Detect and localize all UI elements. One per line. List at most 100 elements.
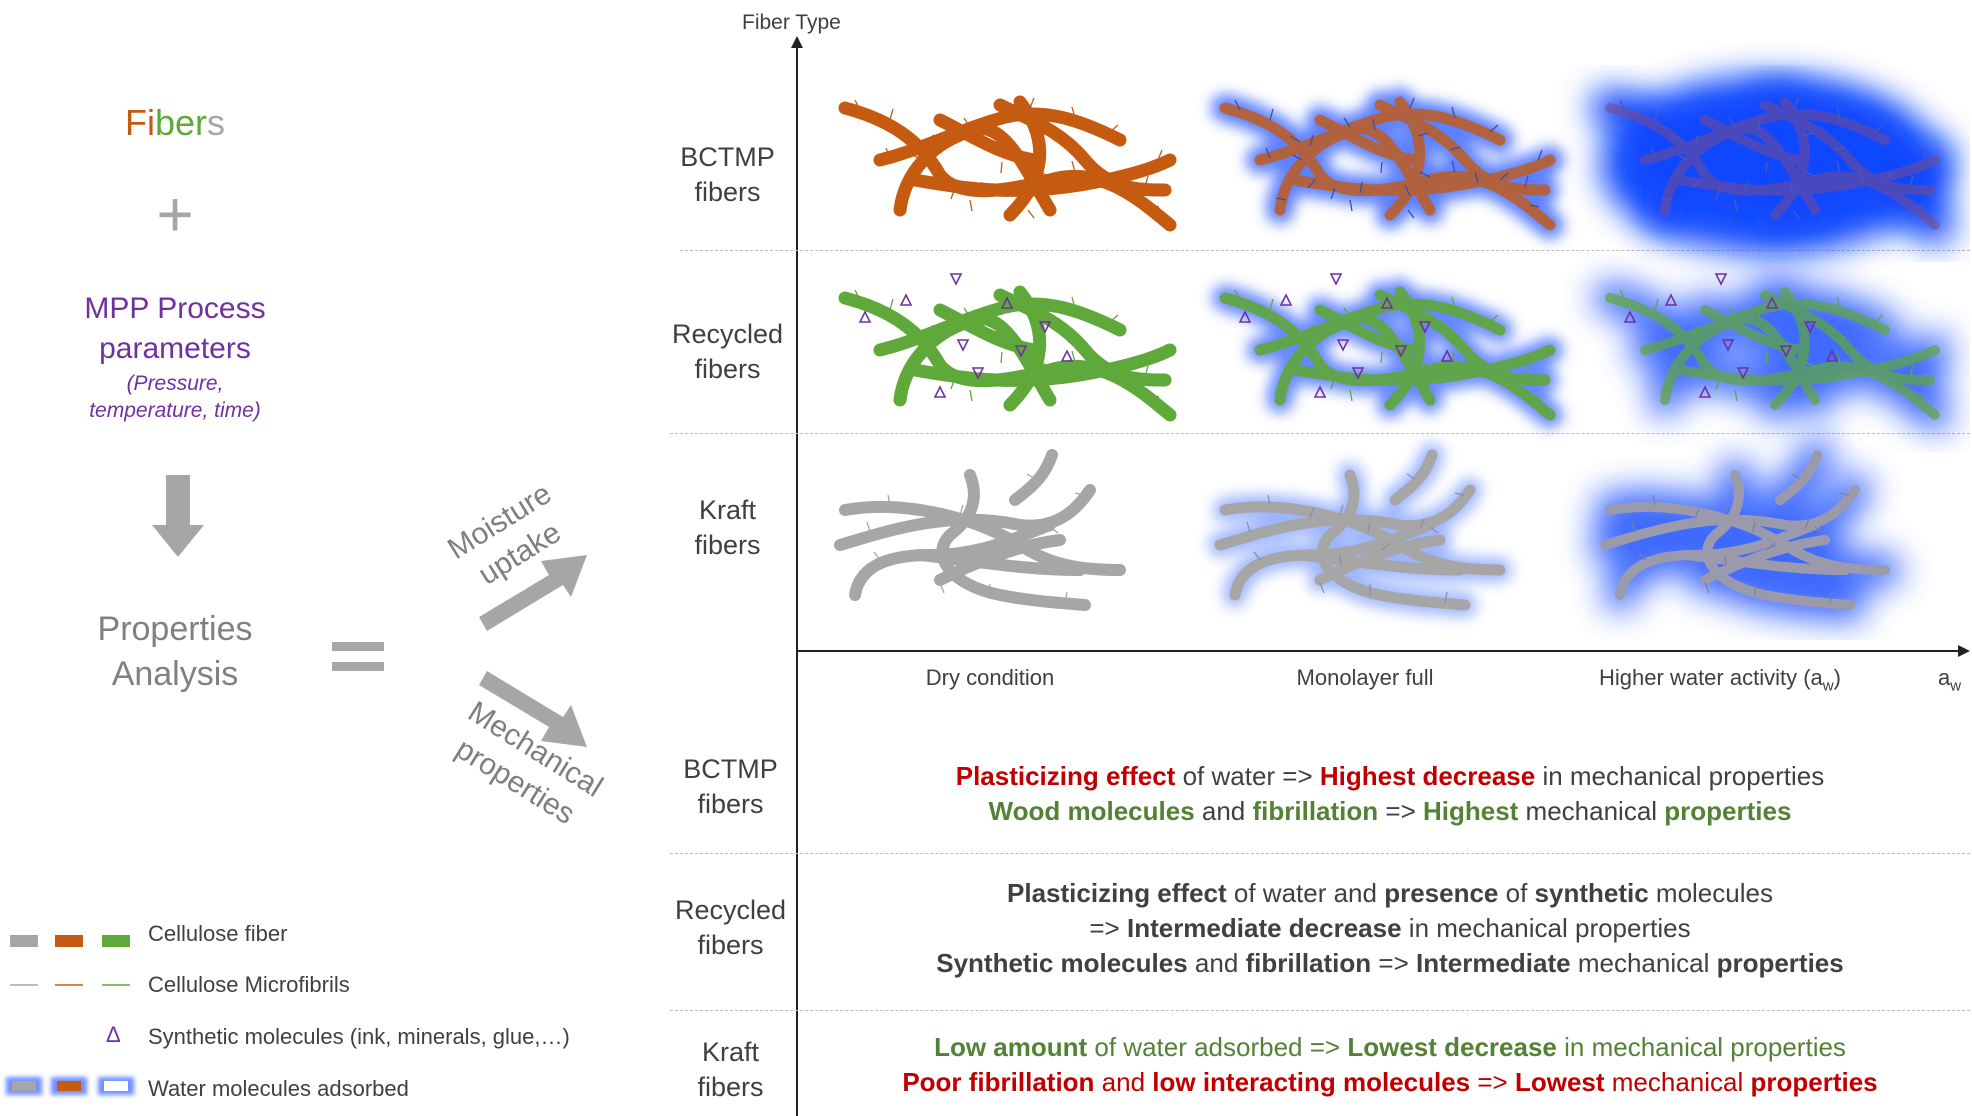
row-label-recycled-2: fibers [694,354,761,384]
mpp-title-line2: parameters [99,332,251,365]
text-run: presence [1384,878,1499,908]
text-run: of water => [1175,761,1320,791]
kraft-dry [840,455,1120,605]
x-axis-end-main: a [1938,665,1951,690]
recycled-high-aw [1610,273,1935,415]
text-run: fibrillation [1252,796,1379,826]
result-kraft: Low amount of water adsorbed => Lowest d… [820,1030,1960,1100]
text-run: mechanical [1518,796,1665,826]
text-run: of water and [1226,878,1385,908]
moisture-arrow-icon [479,555,587,631]
result-kraft-line2: Poor fibrillation and low interacting mo… [820,1065,1960,1100]
col-label-dry: Dry condition [925,665,1055,690]
text-run: Intermediate decrease [1126,913,1402,943]
separator-lower-2 [670,1010,1970,1011]
row-label-recycled-1: Recycled [671,319,784,349]
text-run: Highest [1422,796,1519,826]
fibers-title-part2: ber [154,102,208,143]
text-run: => [1371,948,1416,978]
col-label-monolayer: Monolayer full [1296,665,1434,690]
row-label-bctmp-1: BCTMP [680,142,775,172]
text-run: Low amount [934,1032,1088,1062]
row-label-kraft-lower-2: fibers [697,1072,764,1102]
text-run: Plasticizing effect [1007,878,1227,908]
properties-line1: Properties [97,610,253,648]
text-run: low interacting molecules [1152,1067,1471,1097]
col-label-higher-aw-sub: w [1822,677,1834,695]
text-run: Intermediate [1416,948,1571,978]
mpp-sub-line2: temperature, time) [89,399,261,422]
legend-water-text: Water molecules adsorbed [148,1076,409,1101]
mpp-title-line1: MPP Process [84,292,266,325]
x-axis-end-label: aw [1938,665,1961,694]
x-axis-arrow-icon [1958,645,1970,657]
recycled-monolayer [1225,273,1550,415]
kraft-monolayer [1220,455,1500,605]
row-label-recycled-upper: Recycled fibers [665,317,790,387]
text-run: => [1470,1067,1515,1097]
text-run: of water adsorbed => [1087,1032,1348,1062]
row-label-kraft-1: Kraft [698,495,757,525]
separator-upper-1 [680,250,1970,251]
text-run: and [1194,796,1253,826]
bctmp-high-aw [1600,75,1940,255]
fibers-title: Fibers [95,102,255,144]
col-label-higher-aw: Higher water activity (aw) [1560,665,1880,694]
row-label-bctmp-lower-2: fibers [697,789,764,819]
row-label-bctmp-upper: BCTMP fibers [665,140,790,210]
row-label-bctmp-2: fibers [694,177,761,207]
result-kraft-line1: Low amount of water adsorbed => Lowest d… [820,1030,1960,1065]
text-run: in mechanical properties [1535,761,1825,791]
text-run: of [1498,878,1535,908]
text-run: Lowest [1514,1067,1605,1097]
result-bctmp: Plasticizing effect of water => Highest … [820,759,1960,829]
row-label-kraft-2: fibers [694,530,761,560]
y-axis-title: Fiber Type [742,11,841,34]
equals-icon [332,642,384,671]
mechanical-arrow-icon [479,671,587,747]
text-run: and [1187,948,1246,978]
bctmp-monolayer [1225,98,1550,225]
text-run: => [1378,796,1423,826]
row-label-bctmp-lower: BCTMP fibers [668,752,793,822]
row-label-kraft-lower: Kraft fibers [668,1035,793,1105]
row-label-recycled-lower-2: fibers [697,930,764,960]
legend-fiber-text: Cellulose fiber [148,921,288,946]
legend-swatches [6,935,134,1095]
text-run: Synthetic molecules [936,948,1188,978]
text-run: mechanical [1570,948,1717,978]
text-run: and [1094,1067,1153,1097]
text-run: => [1089,913,1127,943]
fiber-illustrations [800,75,1970,640]
separator-lower-1 [670,853,1970,854]
x-axis-end-sub: w [1950,677,1962,695]
recycled-dry [845,273,1170,415]
down-arrow-icon [152,475,204,557]
legend-fiber-swatches [10,935,130,947]
result-recycled: Plasticizing effect of water and presenc… [820,876,1960,981]
col-label-higher-aw-main: Higher water activity (a [1599,665,1823,690]
text-run: properties [1716,948,1844,978]
col-label-higher-aw-close: ) [1833,665,1841,690]
text-run: Lowest decrease [1347,1032,1557,1062]
legend-microfibril-text: Cellulose Microfibrils [148,972,350,997]
text-run: fibrillation [1245,948,1372,978]
text-run: properties [1750,1067,1878,1097]
text-run: Wood molecules [988,796,1195,826]
properties-line2: Analysis [111,655,239,693]
row-label-recycled-lower-1: Recycled [674,895,787,925]
fibers-title-part3: s [207,102,226,143]
result-recycled-line3: Synthetic molecules and fibrillation => … [820,946,1960,981]
result-recycled-line1: Plasticizing effect of water and presenc… [820,876,1960,911]
row-label-recycled-lower: Recycled fibers [668,893,793,963]
text-run: Highest decrease [1319,761,1536,791]
kraft-high-aw [1605,455,1885,605]
fibers-title-part1: Fi [124,102,155,143]
legend-synthetic-icon: Δ [106,1022,121,1047]
row-label-bctmp-lower-1: BCTMP [683,754,778,784]
mpp-sub-line1: (Pressure, [126,372,224,395]
legend-synthetic-text: Synthetic molecules (ink, minerals, glue… [148,1024,570,1049]
row-label-kraft-upper: Kraft fibers [665,493,790,563]
row-label-kraft-lower-1: Kraft [701,1037,760,1067]
result-bctmp-line2: Wood molecules and fibrillation => Highe… [820,794,1960,829]
